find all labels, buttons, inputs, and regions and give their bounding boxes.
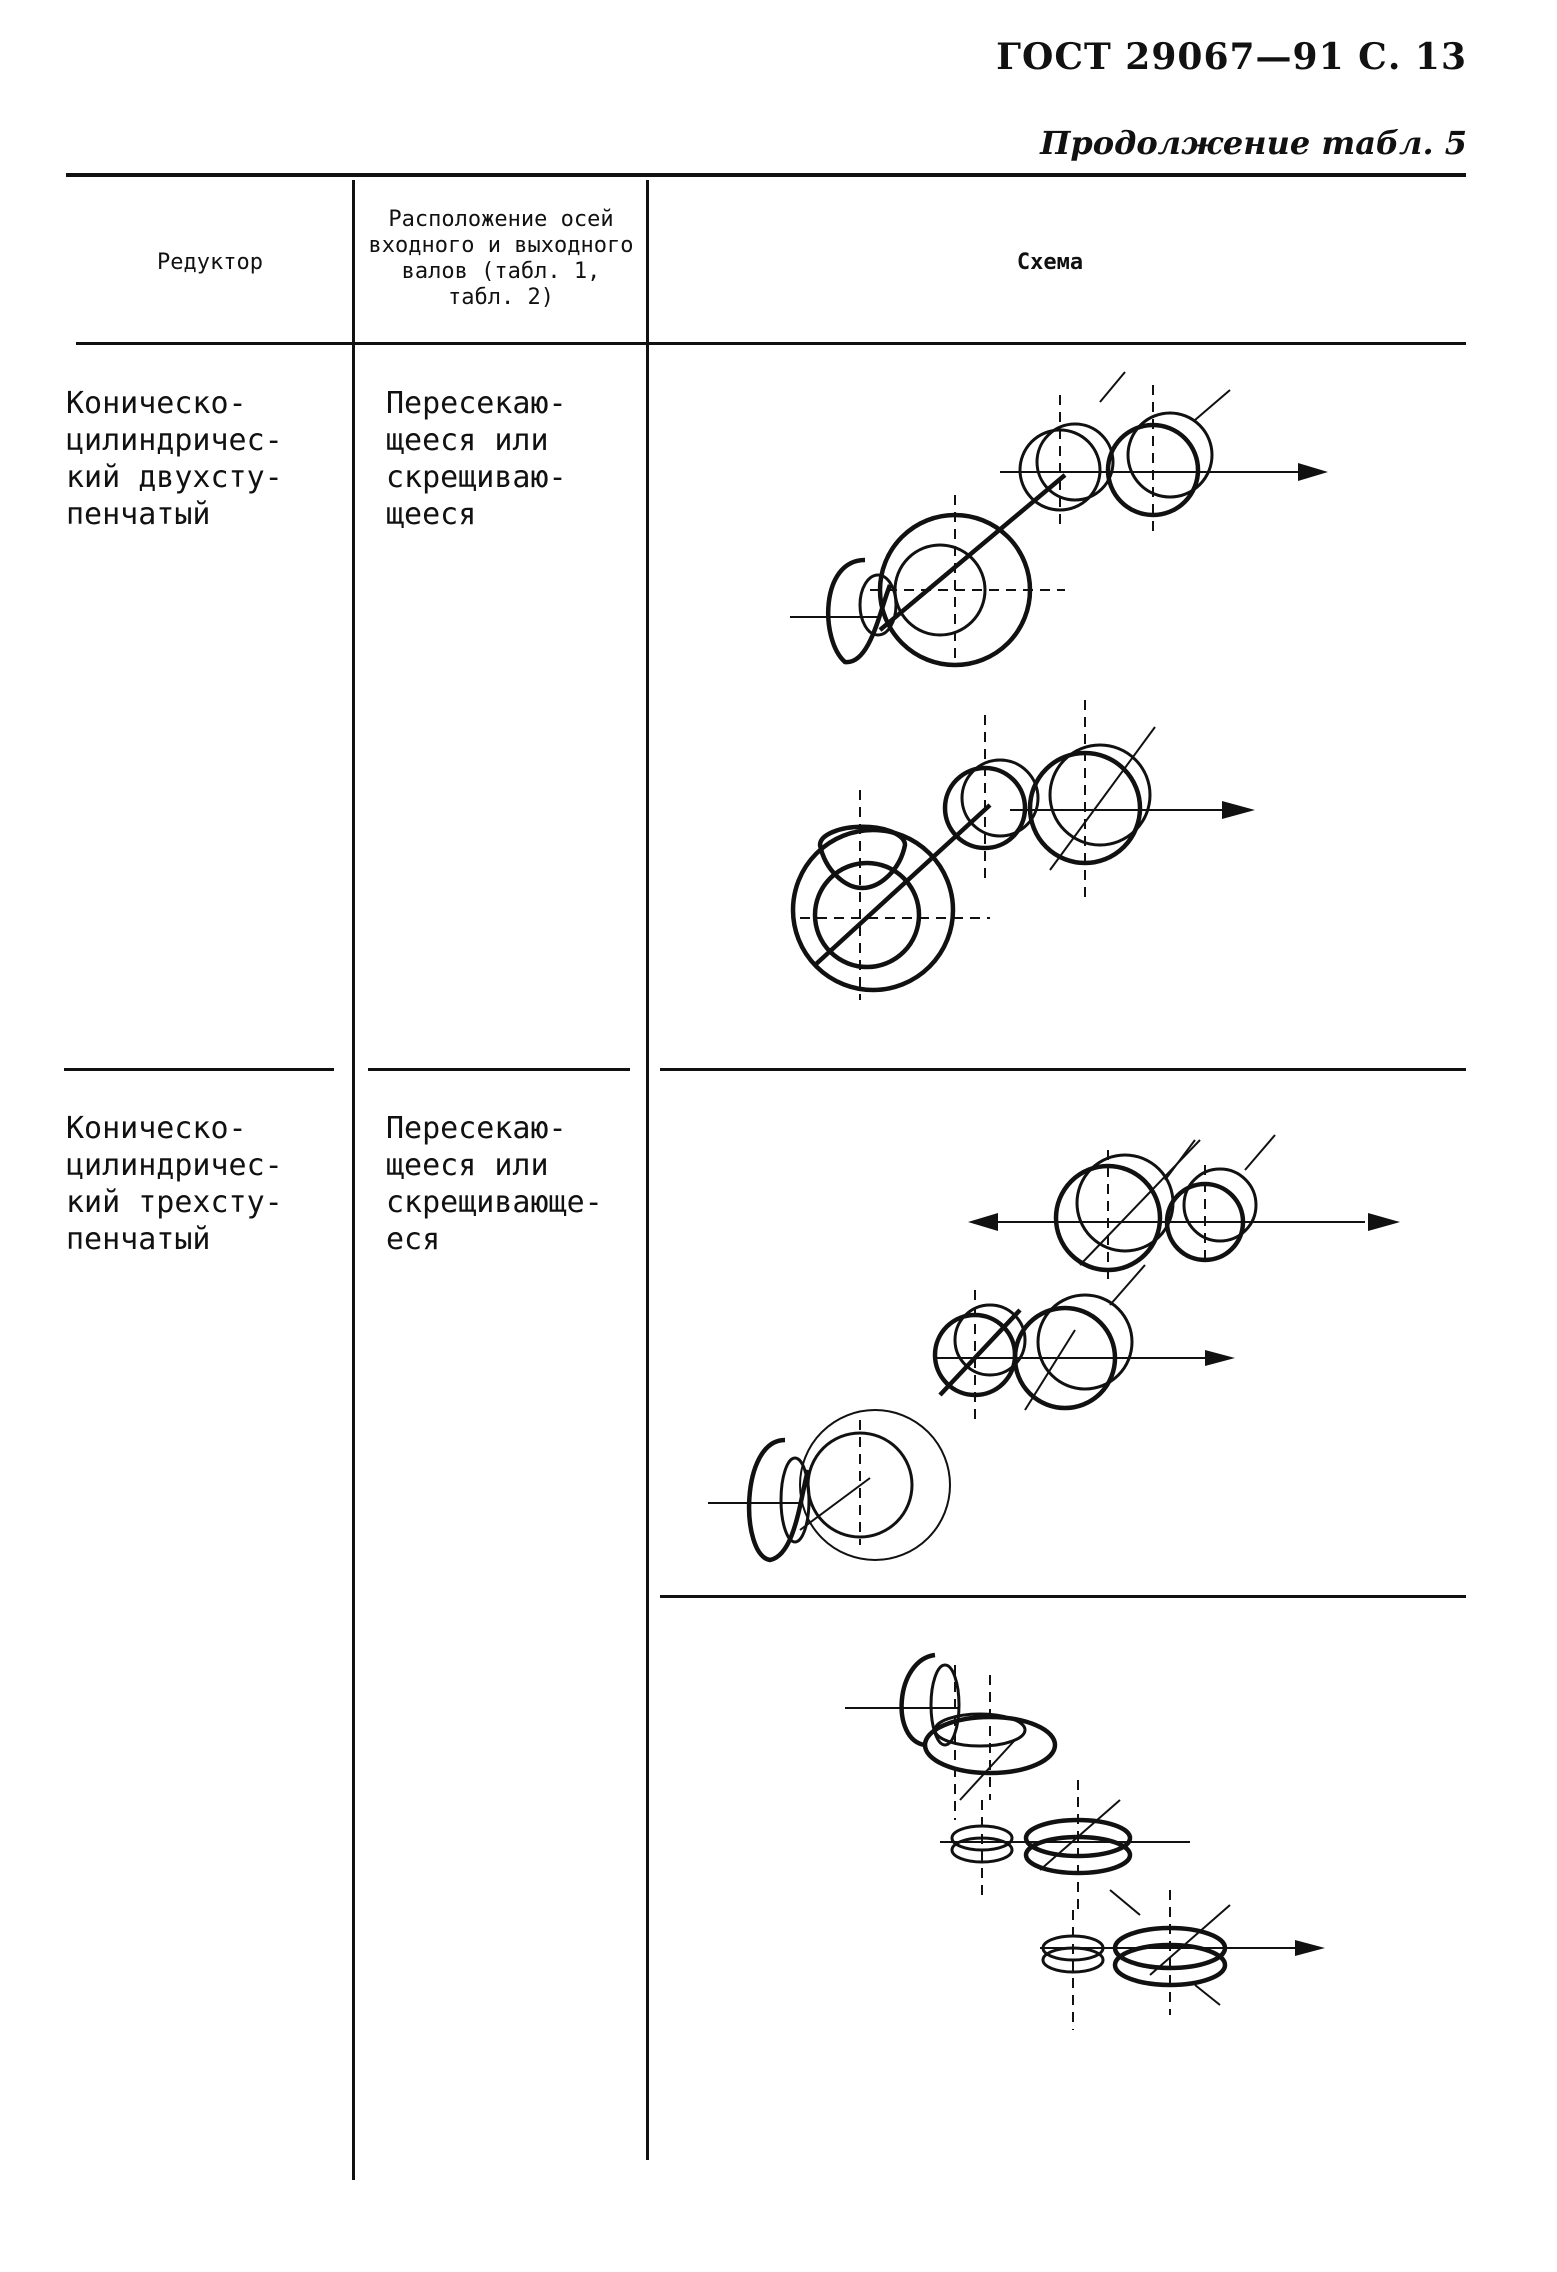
column-divider-2 [646, 180, 649, 2160]
table-continuation-caption: Продолжение табл. 5 [1040, 124, 1467, 162]
row2-axes-cell: Пересекаю- щееся или скрещивающе- еся [386, 1111, 603, 1257]
row1-reducer-cell: Коническо- цилиндричес- кий двухсту- пен… [66, 386, 283, 532]
column-header-scheme: Схема [1016, 250, 1084, 275]
bevel-cylindrical-three-stage-gear-scheme-a-icon [708, 1134, 1400, 1563]
scheme-divider [660, 1595, 1466, 1598]
table-header-rule [76, 342, 1466, 345]
kinematic-schemes [708, 371, 1400, 2030]
table-top-rule [66, 173, 1466, 177]
standard-page-header: ГОСТ 29067—91 С. 13 [996, 36, 1467, 78]
row1-axes-cell: Пересекаю- щееся или скрещиваю- щееся [386, 386, 567, 532]
column-divider-1 [352, 180, 355, 2180]
bevel-cylindrical-two-stage-gear-scheme-b-icon [790, 700, 1255, 1000]
bevel-cylindrical-three-stage-gear-scheme-b-icon [845, 1652, 1325, 2030]
column-header-axes: Расположение осей входного и выходного в… [368, 207, 634, 310]
row2-reducer-cell: Коническо- цилиндричес- кий трехсту- пен… [66, 1111, 283, 1257]
row-divider-col2 [368, 1068, 630, 1071]
bevel-cylindrical-two-stage-gear-scheme-a-icon [790, 371, 1328, 668]
column-header-reducer: Редуктор [157, 250, 263, 275]
row-divider-col1 [64, 1068, 334, 1071]
row-divider-col3 [660, 1068, 1466, 1071]
